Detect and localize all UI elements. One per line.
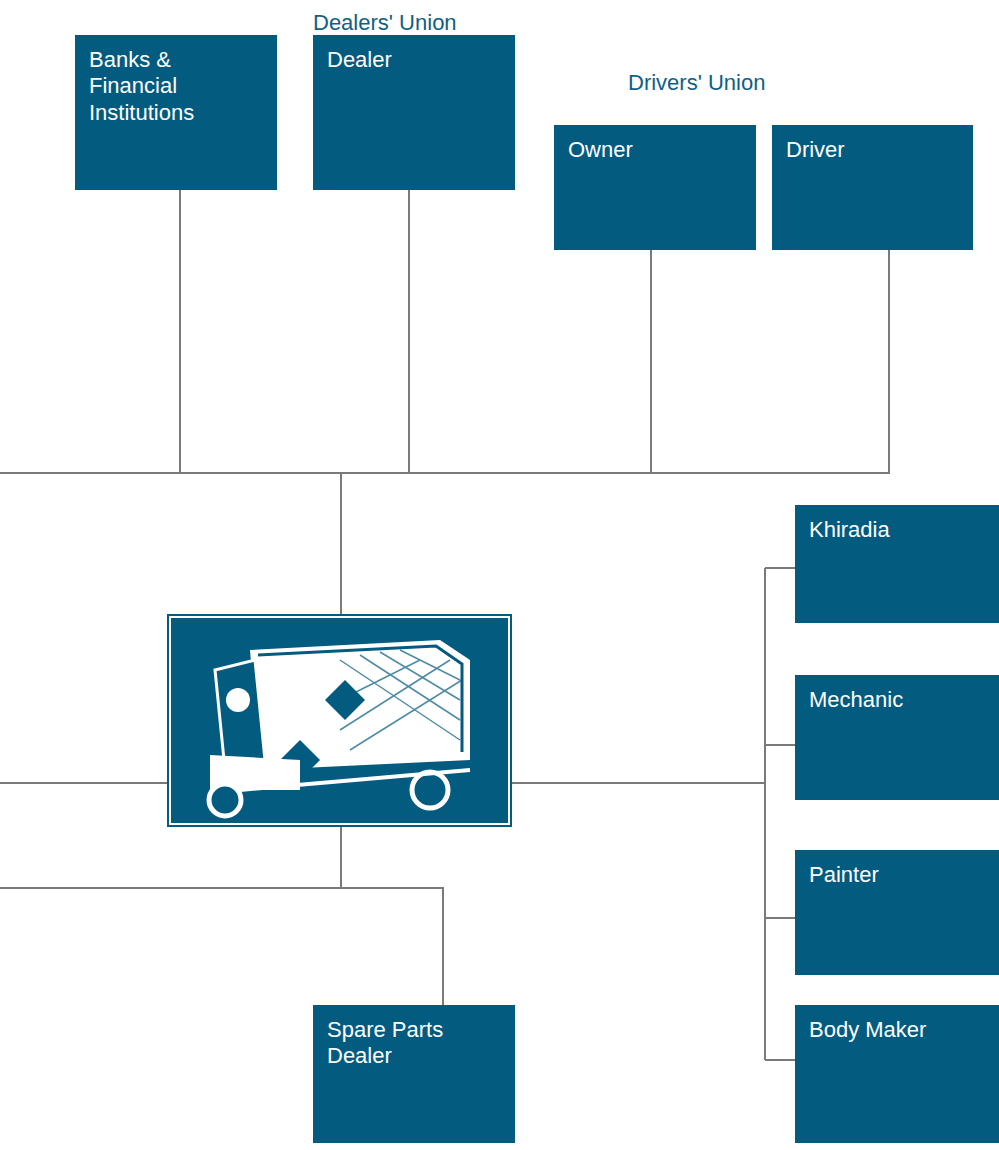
canopy-edge (258, 646, 462, 752)
box-label: Mechanic (809, 687, 987, 713)
role-box: Dealer (313, 35, 515, 190)
bus-line (0, 472, 890, 474)
branch-line (888, 250, 890, 473)
role-box: Spare Parts Dealer (313, 1005, 515, 1143)
rickshaw-body (250, 640, 470, 770)
bus-line (764, 568, 766, 1060)
branch-line (512, 782, 765, 784)
front-wheel (209, 784, 241, 816)
box-label: Dealer (327, 47, 503, 73)
role-box: Owner (554, 125, 756, 250)
tree-lines (0, 190, 890, 1060)
driver-head (226, 688, 250, 712)
box-label: Banks & Financial Institutions (89, 47, 265, 126)
box-label: Spare Parts Dealer (327, 1017, 503, 1070)
tick-lines (765, 568, 795, 1060)
branch-line (0, 888, 443, 1005)
group-heading: Dealers' Union (313, 10, 457, 36)
branch-line (179, 190, 181, 473)
role-box: Khiradia (795, 505, 999, 623)
role-box: Banks & Financial Institutions (75, 35, 277, 190)
picture-ground (167, 614, 512, 827)
role-box: Painter (795, 850, 999, 975)
box-label: Khiradia (809, 517, 987, 543)
box-label: Painter (809, 862, 987, 888)
rear-wheel (412, 772, 448, 808)
role-box: Driver (772, 125, 973, 250)
branch-line (650, 250, 652, 473)
role-box: Mechanic (795, 675, 999, 800)
chassis (240, 770, 470, 790)
branch-line (408, 190, 410, 473)
trunk-line (340, 827, 342, 888)
box-label: Body Maker (809, 1017, 987, 1043)
trunk-line (340, 473, 342, 614)
box-label: Owner (568, 137, 744, 163)
rickshaw-illustration (167, 614, 512, 827)
role-box: Body Maker (795, 1005, 999, 1143)
box-label: Driver (786, 137, 961, 163)
driver-figure (215, 660, 265, 770)
door-emblem (325, 680, 365, 720)
group-heading: Drivers' Union (628, 70, 765, 96)
branch-line (0, 782, 167, 784)
picture-frame (170, 617, 509, 824)
